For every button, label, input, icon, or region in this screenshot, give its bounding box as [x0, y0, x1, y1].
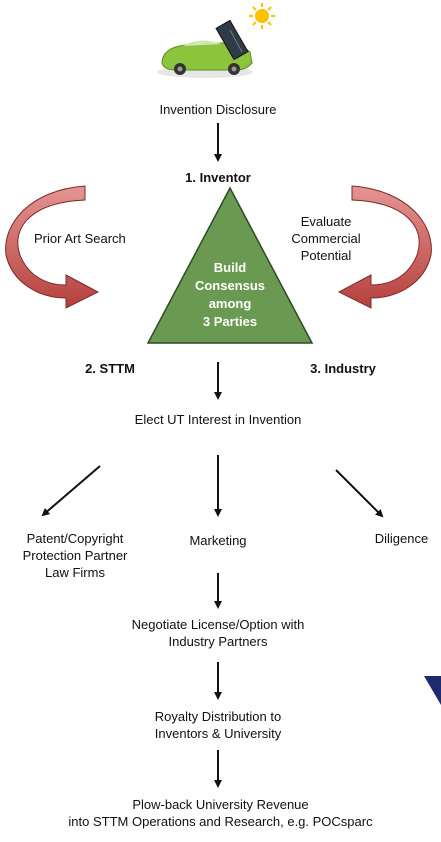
royalty-distribution-label: Royalty Distribution to Inventors & Univ… — [154, 709, 282, 741]
sun-icon — [249, 3, 275, 29]
edge-fragment — [424, 676, 441, 705]
build-consensus-label: Build Consensus among 3 Parties — [194, 260, 266, 329]
sttm-label: 2. STTM — [85, 361, 135, 376]
solar-car-icon — [157, 3, 275, 78]
invention-disclosure-label: Invention Disclosure — [159, 102, 277, 117]
evaluate-commercial-potential-label: Evaluate Commercial Potential — [291, 214, 361, 263]
marketing-label: Marketing — [189, 533, 247, 548]
negotiate-license-label: Negotiate License/Option with Industry P… — [131, 617, 305, 649]
arrow-elect-patent — [41, 465, 101, 517]
patent-copyright-label: Patent/Copyright Protection Partner Law … — [22, 531, 128, 580]
prior-art-search-label: Prior Art Search — [34, 231, 126, 246]
industry-label: 3. Industry — [310, 361, 376, 376]
elect-ut-interest-label: Elect UT Interest in Invention — [134, 412, 302, 427]
arrow-elect-diligence — [335, 469, 384, 518]
inventor-label: 1. Inventor — [185, 170, 251, 185]
evaluate-curved-arrow — [337, 185, 432, 309]
consensus-triangle — [146, 186, 314, 344]
prior-art-curved-arrow — [5, 185, 100, 309]
diligence-label: Diligence — [374, 531, 429, 546]
plow-back-revenue-label: Plow-back University Revenue into STTM O… — [68, 797, 373, 829]
